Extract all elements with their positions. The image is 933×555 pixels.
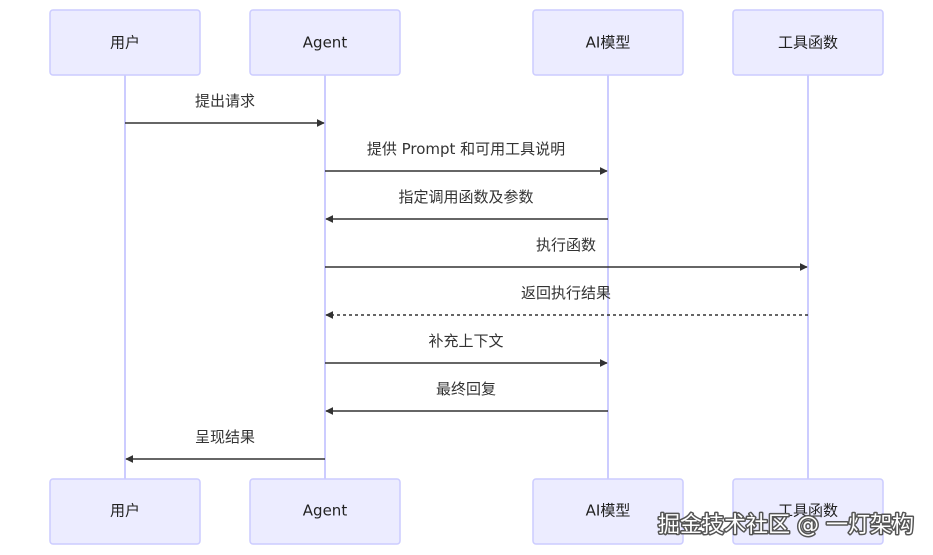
message-present-result-label: 呈现结果	[195, 428, 255, 446]
watermark: 掘金技术社区 @ 一灯架构	[658, 513, 914, 538]
actor-tools-bottom-label: 工具函数	[778, 502, 838, 520]
actor-ai-model-top-label: AI模型	[586, 34, 631, 52]
actor-user-top: 用户	[49, 9, 201, 76]
message-request: 提出请求	[125, 92, 325, 127]
message-present-result: 呈现结果	[125, 428, 325, 463]
message-provide-prompt: 提供 Prompt 和可用工具说明	[325, 140, 608, 175]
message-execute-function-label: 执行函数	[536, 236, 596, 254]
actor-agent-bottom-label: Agent	[303, 502, 348, 520]
message-specify-function: 指定调用函数及参数	[325, 188, 608, 223]
message-specify-function-label: 指定调用函数及参数	[398, 188, 533, 206]
message-request-label: 提出请求	[195, 92, 255, 110]
actor-tools-top: 工具函数	[732, 9, 884, 76]
actor-agent-bottom: Agent	[249, 478, 401, 545]
actor-tools-bottom: 工具函数	[732, 478, 884, 545]
actor-user-bottom-label: 用户	[110, 502, 140, 520]
actor-ai-model-top: AI模型	[532, 9, 684, 76]
message-return-result-label: 返回执行结果	[521, 284, 611, 302]
message-execute-function: 执行函数	[325, 236, 808, 271]
actor-ai-model-bottom-label: AI模型	[586, 502, 631, 520]
actor-user-top-label: 用户	[110, 34, 140, 52]
actor-agent-top: Agent	[249, 9, 401, 76]
actor-ai-model-bottom: AI模型	[532, 478, 684, 545]
actor-user-bottom: 用户	[49, 478, 201, 545]
actor-tools-top-label: 工具函数	[778, 34, 838, 52]
message-provide-prompt-label: 提供 Prompt 和可用工具说明	[367, 140, 565, 158]
message-final-reply: 最终回复	[325, 380, 608, 415]
message-final-reply-label: 最终回复	[436, 380, 496, 398]
message-add-context-label: 补充上下文	[428, 332, 503, 350]
message-add-context: 补充上下文	[325, 332, 608, 367]
message-return-result: 返回执行结果	[325, 284, 808, 319]
actor-agent-top-label: Agent	[303, 34, 348, 52]
